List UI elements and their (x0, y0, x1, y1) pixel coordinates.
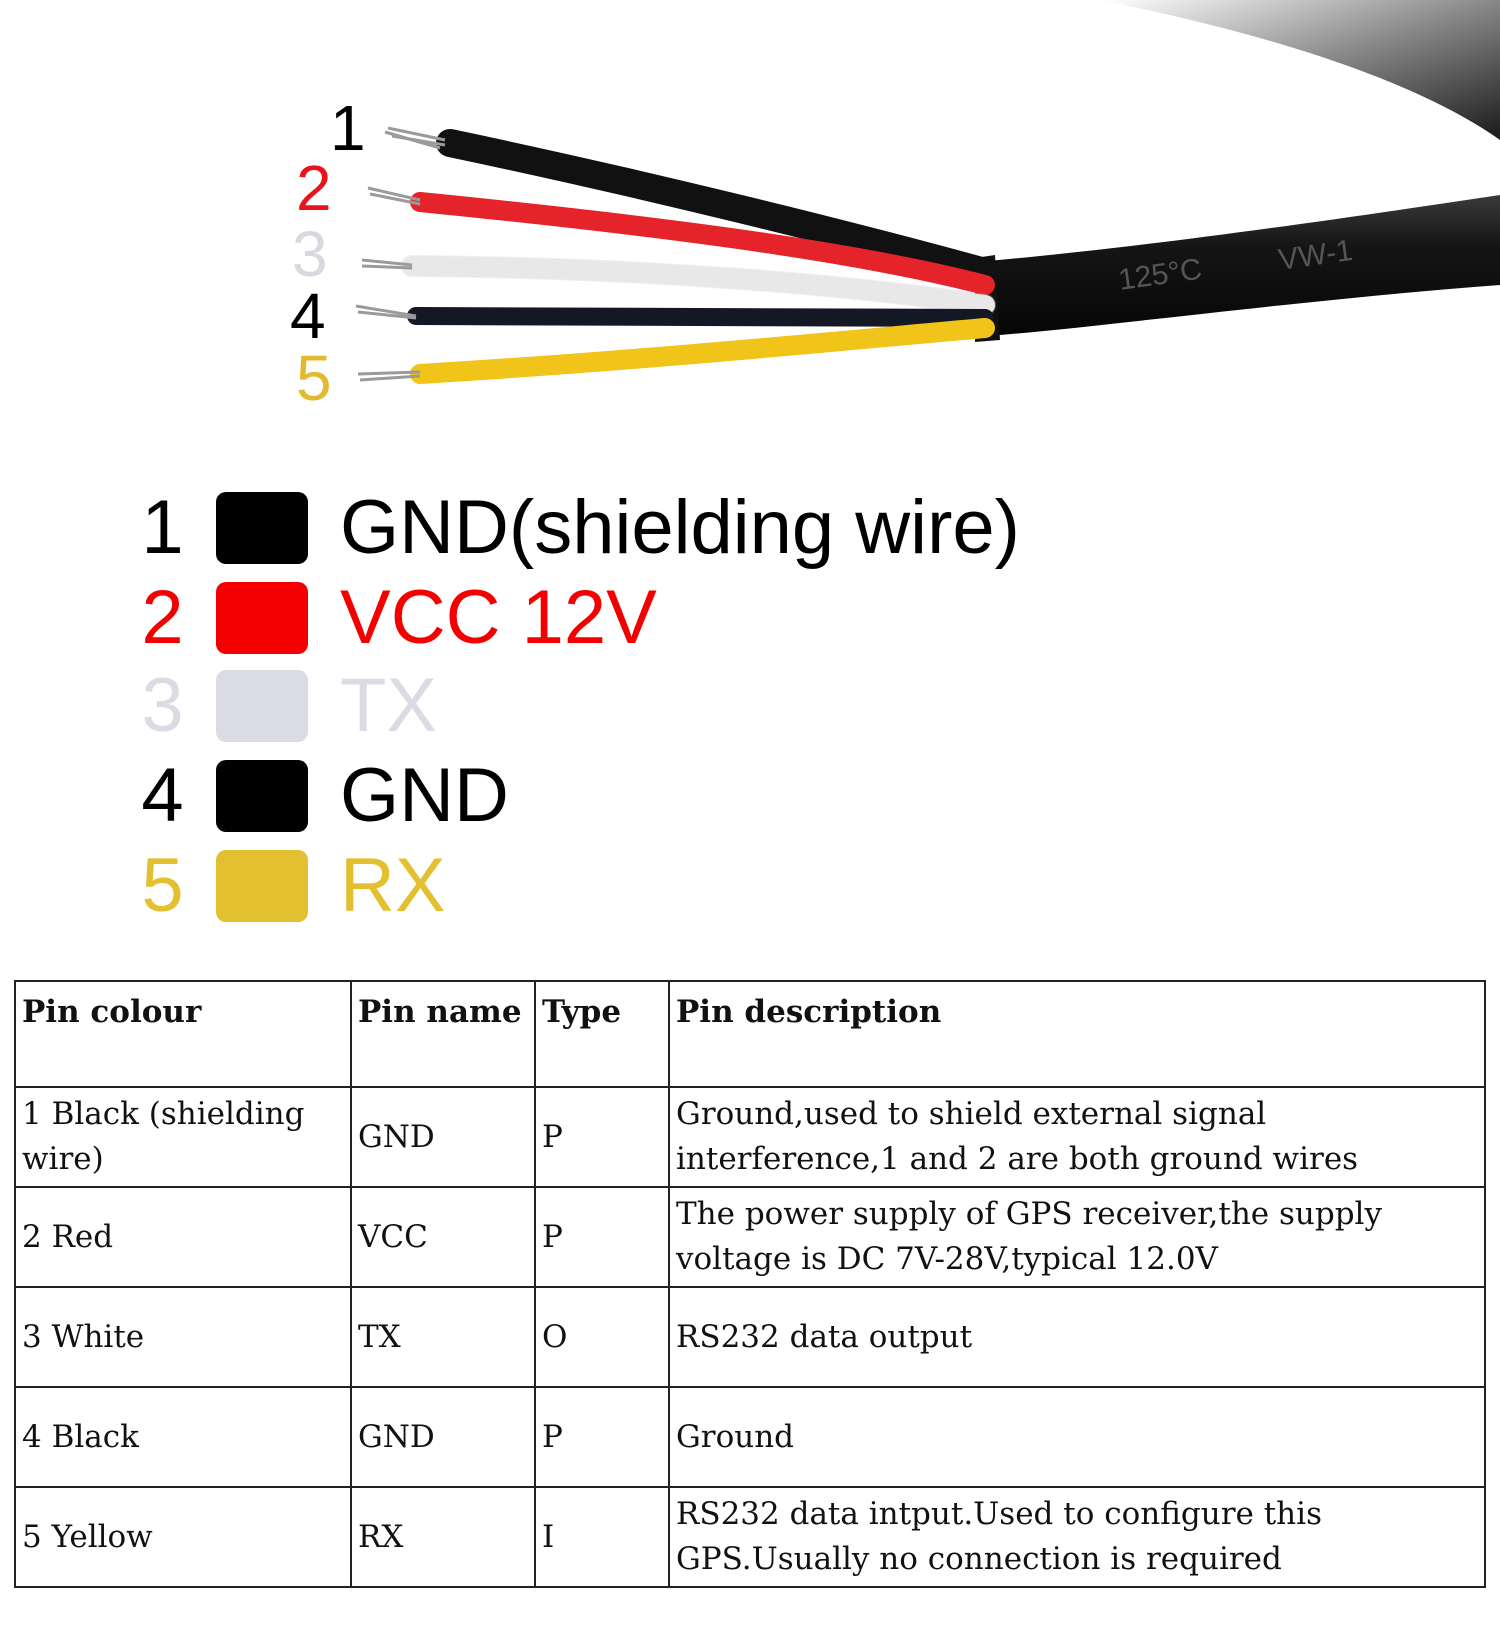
color-swatch-black (216, 492, 308, 564)
pin-colour-cell: 1 Black (shielding wire) (14, 1086, 352, 1188)
wire-5-yellow (410, 318, 995, 384)
legend-row-1: 1 GND(shielding wire) (140, 488, 1340, 568)
legend-label: RX (340, 843, 446, 928)
legend-row-2: 2 VCC 12V (140, 578, 1340, 658)
table-row: 4 Black GND P Ground (14, 1386, 1486, 1488)
stripped-conductors (355, 126, 446, 382)
wire-2-red (410, 192, 995, 295)
legend-number: 2 (141, 575, 184, 660)
legend-row-3: 3 TX (140, 666, 1340, 746)
color-swatch-red (216, 582, 308, 654)
pin-table: Pin colour Pin name Type Pin description… (14, 980, 1486, 1588)
type-cell: O (534, 1286, 670, 1388)
wire-number-5: 5 (296, 342, 332, 414)
pin-colour-cell: 3 White (14, 1286, 352, 1388)
pin-colour-cell: 5 Yellow (14, 1486, 352, 1588)
legend-row-4: 4 GND (140, 756, 1340, 836)
column-header-pin-name: Pin name (350, 980, 536, 1088)
pin-colour-cell: 2 Red (14, 1186, 352, 1288)
pin-name-cell: GND (350, 1386, 536, 1488)
table-row: 2 Red VCC P The power supply of GPS rece… (14, 1186, 1486, 1288)
legend-label: GND(shielding wire) (340, 485, 1020, 570)
pin-name-cell: RX (350, 1486, 536, 1588)
legend-label: VCC 12V (340, 575, 657, 660)
pin-name-cell: TX (350, 1286, 536, 1388)
wire-number-3: 3 (292, 218, 328, 290)
description-cell: RS232 data intput.Used to configure this… (668, 1486, 1486, 1588)
column-header-type: Type (534, 980, 670, 1088)
legend-number: 5 (141, 843, 184, 928)
pin-name-cell: VCC (350, 1186, 536, 1288)
type-cell: I (534, 1486, 670, 1588)
description-cell: Ground (668, 1386, 1486, 1488)
legend-number: 1 (141, 485, 184, 570)
wire-number-2: 2 (296, 152, 332, 224)
legend-number: 4 (141, 753, 184, 838)
table-header-row: Pin colour Pin name Type Pin description (14, 980, 1486, 1088)
table-row: 5 Yellow RX I RS232 data intput.Used to … (14, 1486, 1486, 1588)
legend-row-5: 5 RX (140, 846, 1340, 926)
wire-number-1: 1 (330, 92, 366, 164)
column-header-pin-description: Pin description (668, 980, 1486, 1088)
table-row: 1 Black (shielding wire) GND P Ground,us… (14, 1086, 1486, 1188)
legend-label: GND (340, 753, 509, 838)
color-swatch-white (216, 670, 308, 742)
wire-3-white (402, 256, 995, 315)
color-swatch-yellow (216, 850, 308, 922)
cable-image: 125°C VW-1 (355, 0, 1500, 384)
wire-4-black (407, 307, 994, 327)
column-header-pin-colour: Pin colour (14, 980, 352, 1088)
description-cell: Ground,used to shield external signal in… (668, 1086, 1486, 1188)
table-row: 3 White TX O RS232 data output (14, 1286, 1486, 1388)
type-cell: P (534, 1086, 670, 1188)
type-cell: P (534, 1386, 670, 1488)
wire-number-4: 4 (290, 280, 326, 352)
pin-colour-cell: 4 Black (14, 1386, 352, 1488)
cable-jacket (975, 195, 1500, 340)
pin-name-cell: GND (350, 1086, 536, 1188)
description-cell: RS232 data output (668, 1286, 1486, 1388)
wire-1-black (436, 129, 999, 286)
type-cell: P (534, 1186, 670, 1288)
connector-housing (1100, 0, 1500, 140)
legend-number: 3 (141, 663, 184, 748)
description-cell: The power supply of GPS receiver,the sup… (668, 1186, 1486, 1288)
color-swatch-black (216, 760, 308, 832)
legend-label: TX (340, 663, 438, 748)
